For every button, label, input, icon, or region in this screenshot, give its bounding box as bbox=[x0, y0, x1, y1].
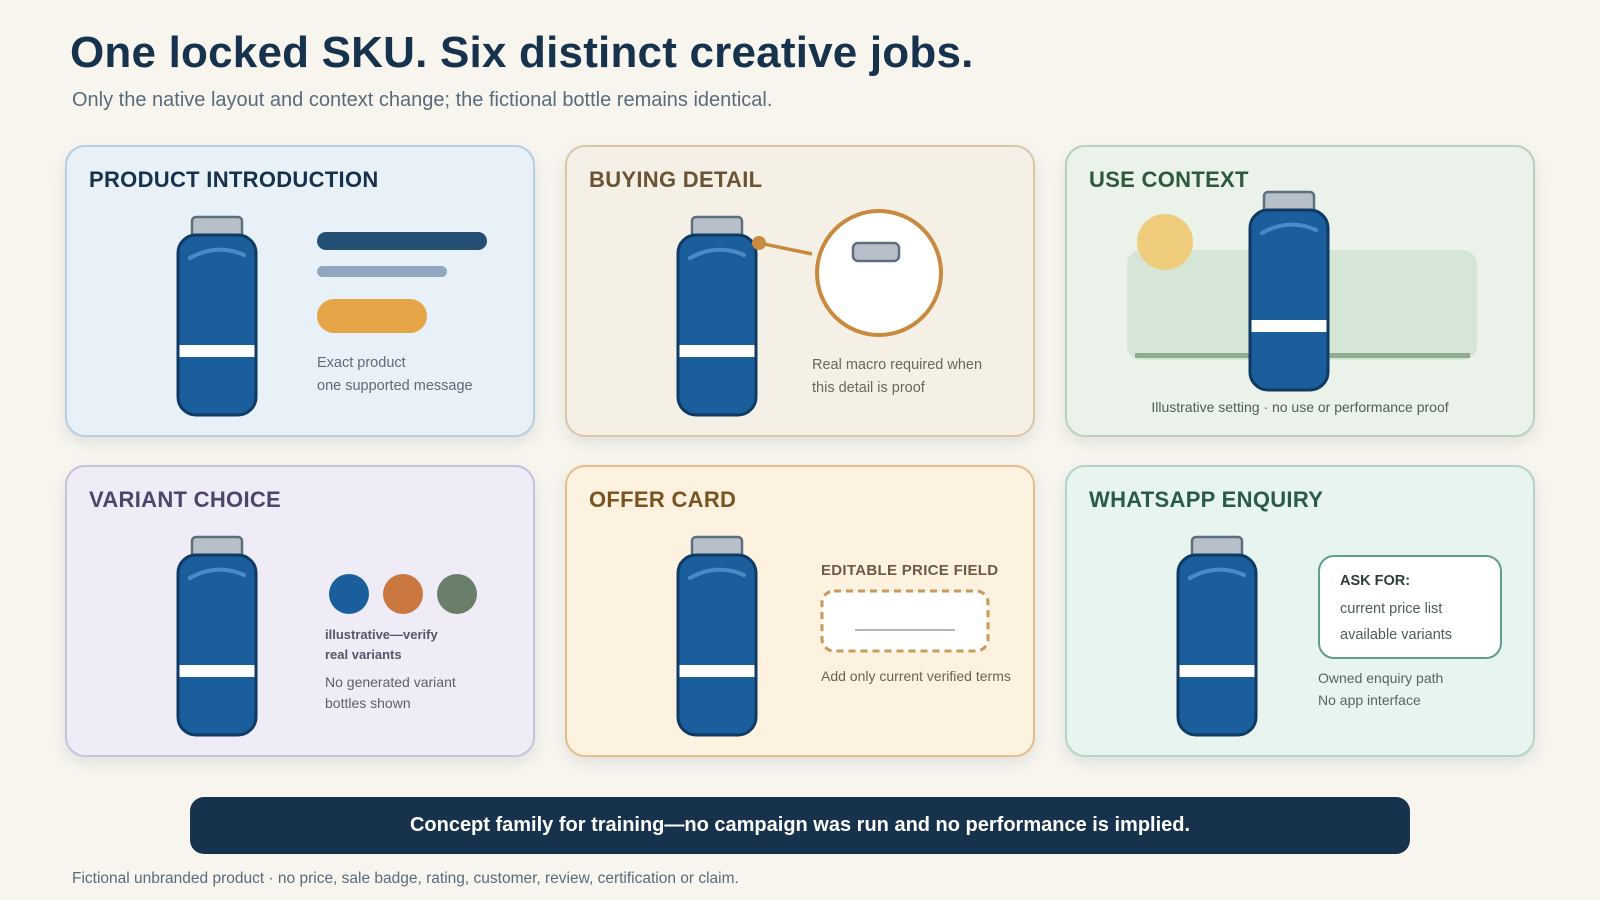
page-title: One locked SKU. Six distinct creative jo… bbox=[70, 28, 974, 77]
footnote: Fictional unbranded product · no price, … bbox=[72, 870, 739, 887]
card-use-context: USE CONTEXT Illustrative setting · no us… bbox=[1065, 145, 1535, 437]
magnifier-callout bbox=[752, 209, 943, 337]
ask-label: ASK FOR: bbox=[1340, 573, 1411, 589]
variant-swatches bbox=[329, 574, 477, 614]
card-note: Owned enquiry path No app interface bbox=[1318, 670, 1444, 708]
card-offer: OFFER CARD EDITABLE PRICE FIELD Add only… bbox=[565, 465, 1035, 757]
headline-bar bbox=[317, 232, 487, 250]
layout-placeholder bbox=[317, 232, 487, 333]
cap-detail bbox=[851, 241, 901, 263]
callout-dot bbox=[752, 236, 766, 250]
scene-illustration bbox=[1127, 190, 1477, 392]
card-title: BUYING DETAIL bbox=[589, 167, 763, 192]
bottle-icon bbox=[676, 535, 758, 737]
card-title: OFFER CARD bbox=[589, 487, 737, 512]
variant-warning: illustrative—verify real variants bbox=[325, 627, 438, 662]
card-title: PRODUCT INTRODUCTION bbox=[89, 167, 379, 192]
swatch-green bbox=[437, 574, 477, 614]
card-whatsapp-enquiry: WHATSAPP ENQUIRY ASK FOR: current price … bbox=[1065, 465, 1535, 757]
price-field-placeholder bbox=[820, 589, 990, 653]
card-product-introduction: PRODUCT INTRODUCTION Exact product one s… bbox=[65, 145, 535, 437]
card-variant-choice: VARIANT CHOICE illustrative—verify real … bbox=[65, 465, 535, 757]
swatch-blue bbox=[329, 574, 369, 614]
bottle-icon bbox=[1176, 535, 1258, 737]
swatch-orange bbox=[383, 574, 423, 614]
card-title: USE CONTEXT bbox=[1089, 167, 1249, 192]
disclaimer-banner: Concept family for training—no campaign … bbox=[190, 797, 1410, 854]
ask-item: current price list bbox=[1340, 601, 1443, 617]
page-subtitle: Only the native layout and context chang… bbox=[72, 89, 773, 111]
card-note: Exact product one supported message bbox=[317, 355, 473, 394]
card-caption: Illustrative setting · no use or perform… bbox=[1151, 399, 1449, 415]
cta-pill bbox=[317, 299, 427, 333]
card-title: WHATSAPP ENQUIRY bbox=[1089, 487, 1324, 512]
macro-circle bbox=[815, 209, 943, 337]
bottle-icon bbox=[176, 535, 258, 737]
bottle-icon bbox=[176, 215, 258, 417]
price-field-label: EDITABLE PRICE FIELD bbox=[821, 562, 999, 579]
ask-item: available variants bbox=[1340, 627, 1453, 643]
bottle-icon bbox=[676, 215, 758, 417]
card-note: Real macro required when this detail is … bbox=[812, 357, 983, 396]
card-note: Add only current verified terms bbox=[821, 668, 1011, 684]
card-buying-detail: BUYING DETAIL Real macro required when t… bbox=[565, 145, 1035, 437]
bottle-icon bbox=[1248, 190, 1330, 392]
sun-icon bbox=[1137, 214, 1193, 270]
subline-bar bbox=[317, 266, 447, 277]
card-title: VARIANT CHOICE bbox=[89, 487, 282, 512]
card-note: No generated variant bottles shown bbox=[325, 674, 456, 711]
enquiry-message-box: ASK FOR: current price list available va… bbox=[1318, 555, 1502, 659]
